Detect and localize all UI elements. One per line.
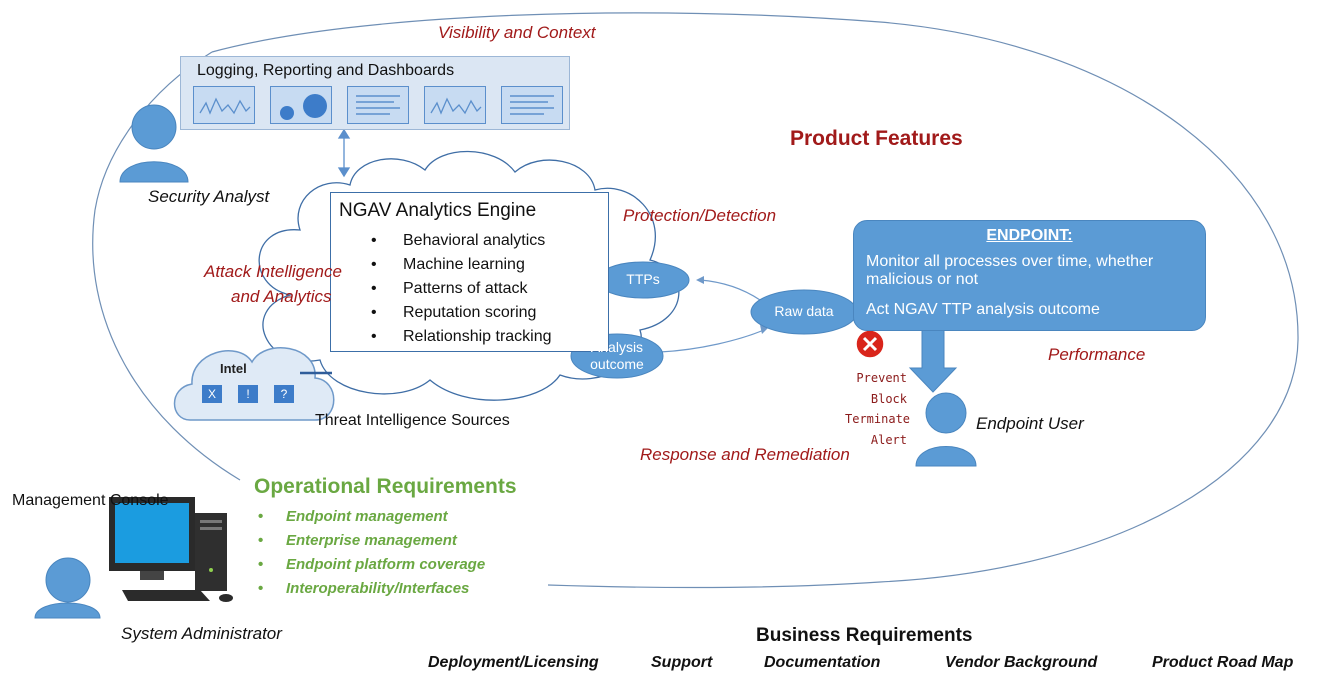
dashboard-title: Logging, Reporting and Dashboards — [197, 62, 455, 79]
document-tile-icon — [347, 86, 409, 124]
security-analyst-label: Security Analyst — [148, 187, 270, 206]
business-item: Deployment/Licensing — [428, 654, 599, 671]
endpoint-act-text: Act NGAV TTP analysis outcome — [866, 301, 1100, 318]
endpoint-down-arrow — [908, 329, 958, 393]
security-analyst-person-icon — [119, 104, 189, 183]
business-item: Documentation — [764, 654, 881, 671]
business-item: Vendor Background — [945, 654, 1098, 671]
flow-arrows — [659, 279, 765, 353]
block-x-icon — [855, 329, 885, 359]
action-item: Terminate — [845, 412, 911, 426]
engine-feature-item: Relationship tracking — [371, 325, 552, 349]
analysis-label: Analysis — [590, 339, 644, 355]
endpoint-box: ENDPOINT: Monitor all processes over tim… — [853, 220, 1206, 331]
business-requirements-title: Business Requirements — [756, 625, 973, 646]
management-console-label: Management Console — [12, 492, 169, 509]
visibility-context-label: Visibility and Context — [438, 23, 596, 42]
x-box-icon: X — [202, 385, 222, 403]
operational-item: Interoperability/Interfaces — [258, 577, 485, 601]
bubble-chart-tile-icon — [270, 86, 332, 124]
action-item: Alert — [870, 432, 907, 447]
analytics-label: and Analytics — [231, 287, 332, 306]
engine-feature-item: Reputation scoring — [371, 301, 552, 325]
business-requirements-list: Deployment/Licensing Support Documentati… — [0, 654, 1326, 676]
engine-title: NGAV Analytics Engine — [339, 200, 537, 221]
system-admin-label: System Administrator — [121, 624, 282, 643]
operational-item: Enterprise management — [258, 529, 485, 553]
protection-detection-label: Protection/Detection — [623, 206, 777, 225]
document-tile-icon — [501, 86, 563, 124]
line-chart-tile-icon — [193, 86, 255, 124]
action-item: Block — [870, 391, 907, 406]
operational-requirements-list: Endpoint management Enterprise managemen… — [258, 505, 485, 601]
dashboard-panel: Logging, Reporting and Dashboards — [180, 56, 570, 130]
engine-feature-item: Behavioral analytics — [371, 229, 552, 253]
threat-sources-label: Threat Intelligence Sources — [315, 412, 510, 429]
intel-title: Intel — [220, 361, 247, 376]
outcome-label: outcome — [590, 356, 644, 372]
dashboard-engine-connector — [337, 128, 351, 178]
question-box-icon: ? — [274, 385, 294, 403]
raw-data-label: Raw data — [774, 303, 834, 319]
analytics-engine-box: NGAV Analytics Engine Behavioral analyti… — [330, 192, 609, 352]
system-admin-person-icon — [34, 557, 101, 619]
ttps-label: TTPs — [626, 271, 660, 287]
endpoint-user-label: Endpoint User — [976, 414, 1084, 433]
exclamation-box-icon: ! — [238, 385, 258, 403]
product-features-title: Product Features — [790, 127, 963, 150]
attack-intelligence-label: Attack Intelligence — [204, 262, 342, 281]
operational-item: Endpoint management — [258, 505, 485, 529]
performance-label: Performance — [1048, 345, 1146, 364]
action-item: Prevent — [856, 371, 907, 385]
endpoint-title: ENDPOINT: — [986, 227, 1073, 244]
response-remediation-label: Response and Remediation — [640, 445, 850, 464]
response-actions-list: Prevent Block Terminate Alert — [845, 368, 911, 450]
endpoint-monitor-text: Monitor all processes over time, whether… — [866, 253, 1154, 288]
line-chart-tile-icon — [424, 86, 486, 124]
business-item: Product Road Map — [1152, 654, 1294, 671]
engine-feature-item: Machine learning — [371, 253, 552, 277]
engine-feature-item: Patterns of attack — [371, 277, 552, 301]
engine-feature-list: Behavioral analytics Machine learning Pa… — [371, 229, 552, 349]
endpoint-user-person-icon — [915, 392, 977, 467]
intel-icons: X ! ? — [202, 385, 296, 405]
operational-item: Endpoint platform coverage — [258, 553, 485, 577]
business-item: Support — [651, 654, 713, 671]
computer-icon — [109, 497, 233, 602]
operational-requirements-title: Operational Requirements — [254, 475, 517, 498]
